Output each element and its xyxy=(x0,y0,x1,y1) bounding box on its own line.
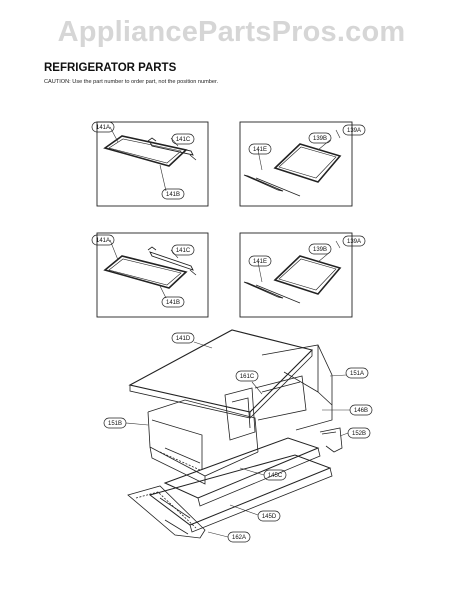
label-145c: 145C xyxy=(268,473,283,479)
label-139a: 139A xyxy=(347,128,361,134)
label-141d: 141D xyxy=(176,336,191,342)
label-162a: 162A xyxy=(232,535,246,541)
panel-shelf-139b xyxy=(239,121,353,207)
label-141c-lower: 141C xyxy=(176,248,191,254)
panel-shelf-141b xyxy=(96,121,209,207)
label-151a: 151A xyxy=(350,371,364,377)
watermark: AppliancePartsPros.com xyxy=(57,16,406,48)
label-141e-lower: 141E xyxy=(253,259,267,265)
page-title: REFRIGERATOR PARTS xyxy=(44,62,177,74)
label-151b: 151B xyxy=(108,421,122,427)
panel-shelf-141b-lower xyxy=(96,232,209,318)
label-145d: 145D xyxy=(262,514,277,520)
label-152b: 152B xyxy=(352,431,366,437)
label-139b-lower: 139B xyxy=(313,247,327,253)
panel-shelf-139b-lower xyxy=(239,232,353,318)
crisper-assembly xyxy=(127,329,343,539)
label-146b: 146B xyxy=(354,408,368,414)
label-161c: 161C xyxy=(240,374,255,380)
label-141b-lower: 141B xyxy=(166,300,180,306)
label-141b: 141B xyxy=(166,192,180,198)
label-141c: 141C xyxy=(176,137,191,143)
label-139a-lower: 139A xyxy=(347,239,361,245)
label-141e: 141E xyxy=(253,147,267,153)
label-141a-lower: 141A xyxy=(96,238,110,244)
label-139b: 139B xyxy=(313,136,327,142)
caution-note: CAUTION: Use the part number to order pa… xyxy=(44,79,219,85)
label-141a: 141A xyxy=(96,125,110,131)
